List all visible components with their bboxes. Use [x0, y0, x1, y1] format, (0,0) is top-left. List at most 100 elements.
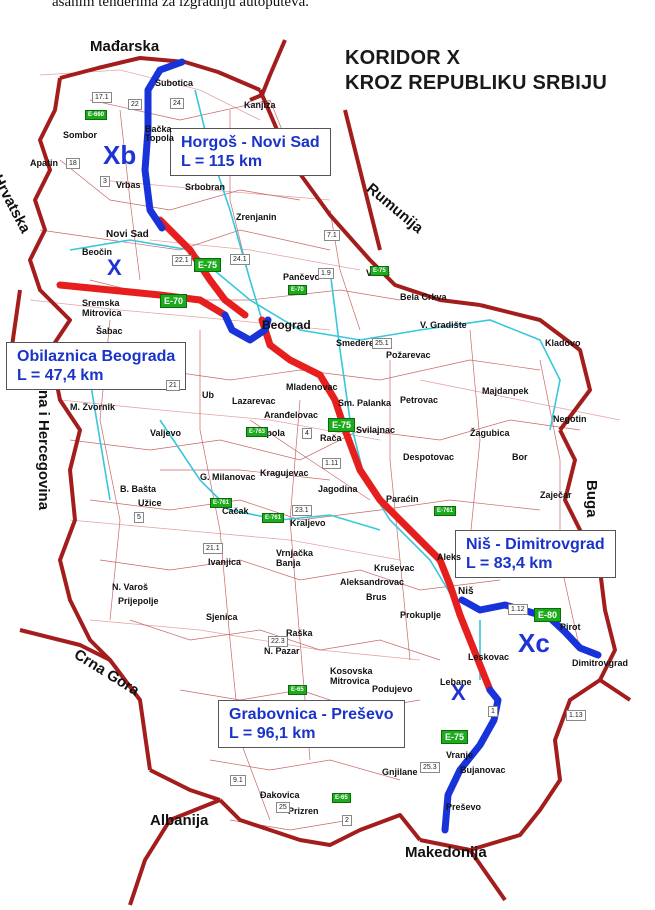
- city-svilajnac: Svilajnac: [356, 425, 396, 435]
- city-lazarevac: Lazarevac: [232, 396, 276, 406]
- eroad-e70-b: E-70: [288, 285, 307, 295]
- road-number: 1: [488, 706, 498, 717]
- city-valjevo: Valjevo: [150, 428, 182, 438]
- city-zrenjanin: Zrenjanin: [236, 212, 277, 222]
- eroad-e761-b: E-761: [262, 513, 285, 523]
- city-kraljevo: Kraljevo: [290, 518, 326, 528]
- country-macedonia: Makedonija: [405, 844, 487, 861]
- city-subotica: Subotica: [155, 78, 194, 88]
- road-number: 5: [134, 512, 144, 523]
- eroad-e65-a: E-65: [288, 685, 307, 695]
- route-nis-dimitrovgrad: Niš - Dimitrovgrad L = 83,4 km: [455, 530, 616, 578]
- route-grabovnica-name: Grabovnica - Preševo: [229, 706, 394, 723]
- city-m-zvornik: M. Zvornik: [70, 402, 116, 412]
- city-lebane: Lebane: [440, 677, 472, 687]
- route-horgos-length: L = 115 km: [181, 153, 263, 170]
- road-number: 18: [66, 158, 80, 169]
- city-sombor: Sombor: [63, 130, 98, 140]
- road-number: 22.1: [172, 255, 192, 266]
- city-podujevo: Podujevo: [372, 684, 413, 694]
- city-presevo: Preševo: [446, 802, 482, 812]
- eroad-e761-a: E-761: [210, 498, 233, 508]
- route-grabovnica-length: L = 96,1 km: [229, 725, 316, 742]
- corridor-x-north-label: X: [107, 255, 122, 280]
- city-smederevo: Smederevo: [336, 338, 385, 348]
- city-s-palanka: Sm. Palanka: [338, 398, 392, 408]
- city-leskovac: Leskovac: [468, 652, 510, 662]
- country-hungary: Mađarska: [90, 38, 160, 55]
- city-zajecar: Zaječar: [540, 490, 572, 500]
- city-gnjilane: Gnjilane: [382, 767, 418, 777]
- city-majdanpek: Majdanpek: [482, 386, 529, 396]
- road-number: 17.1: [92, 92, 112, 103]
- city-jagodina: Jagodina: [318, 484, 358, 494]
- city-srbobran: Srbobran: [185, 182, 226, 192]
- road-number: 7.1: [324, 230, 340, 241]
- city-beocin: Beočin: [82, 247, 113, 257]
- route-belgrade-length: L = 47,4 km: [17, 367, 104, 384]
- city-bor: Bor: [512, 452, 528, 462]
- route-belgrade-bypass: Obilaznica Beograda L = 47,4 km: [6, 342, 187, 390]
- city-prokuplje: Prokuplje: [400, 610, 442, 620]
- city-sremska-mitrovica: Sremska Mitrovica: [82, 298, 122, 318]
- map-title: KORIDOR X KROZ REPUBLIKU SRBIJU: [345, 46, 607, 96]
- country-bulgaria: Buga: [583, 480, 600, 518]
- road-number: 1.12: [508, 604, 528, 615]
- city-raca: Rača: [320, 433, 342, 443]
- road-number: 24: [170, 98, 184, 109]
- city-negotin: Negotin: [553, 414, 587, 424]
- city-zagubica: Žagubica: [470, 428, 510, 438]
- city-sjenica: Sjenica: [206, 612, 238, 622]
- road-number: 24.1: [230, 254, 250, 265]
- city-petrovac: Petrovac: [400, 395, 439, 405]
- city-kragujevac: Kragujevac: [260, 468, 309, 478]
- corridor-xb-label: Xb: [103, 140, 137, 170]
- city-sabac: Šabac: [96, 326, 123, 336]
- corridor-x-south-label: X: [451, 680, 466, 705]
- city-n-pazar: N. Pazar: [264, 646, 300, 656]
- city-aleksandrovac: Aleksandrovac: [340, 577, 405, 587]
- road-number: 1.13: [566, 710, 586, 721]
- city-v-gradiste: V. Gradište: [420, 320, 467, 330]
- eroad-e761-c: E-761: [434, 506, 457, 516]
- road-number: 21: [166, 380, 180, 391]
- city-vrnjacka-banja: Vrnjačka Banja: [276, 548, 314, 568]
- city-prijepolje: Prijepolje: [118, 596, 159, 606]
- city-bujanovac: Bujanovac: [460, 765, 506, 775]
- road-number: 2: [342, 815, 352, 826]
- route-nis-length: L = 83,4 km: [466, 555, 553, 572]
- road-number: 4: [302, 428, 312, 439]
- city-kanjiza: Kanjiža: [244, 100, 276, 110]
- road-number: 21.1: [203, 543, 223, 554]
- city-beograd: Beograd: [262, 318, 311, 332]
- city-apatin: Apatin: [30, 158, 58, 168]
- route-belgrade-name: Obilaznica Beograda: [17, 348, 176, 365]
- route-grabovnica-presevo: Grabovnica - Preševo L = 96,1 km: [218, 700, 405, 748]
- road-number: 22: [128, 99, 142, 110]
- country-albania: Albanija: [150, 812, 209, 829]
- city-despotovac: Despotovac: [403, 452, 455, 462]
- road-number: 25.3: [420, 762, 440, 773]
- eroad-e70: E-70: [160, 294, 188, 308]
- city-b-basta: B. Bašta: [120, 484, 157, 494]
- city-pirot: Pirot: [560, 622, 581, 632]
- city-prizren: Prizren: [288, 806, 319, 816]
- eroad-e70-c: E-75: [370, 266, 389, 276]
- eroad-e65-b: E-65: [332, 793, 351, 803]
- city-backa-topola: Bačka Topola: [145, 124, 174, 143]
- city-pozarevac: Požarevac: [386, 350, 431, 360]
- city-uzice: Užice: [138, 498, 162, 508]
- eroad-e75-center: E-75: [328, 418, 356, 432]
- city-kladovo: Kladovo: [545, 338, 581, 348]
- road-number: 23.1: [292, 505, 312, 516]
- city-djakovica: Đakovica: [260, 790, 300, 800]
- city-krusevac: Kruševac: [374, 563, 415, 573]
- map-title-line2: KROZ REPUBLIKU SRBIJU: [345, 72, 607, 94]
- city-raska: Raška: [286, 628, 313, 638]
- road-number: 22.3: [268, 636, 288, 647]
- city-paracin: Paraćin: [386, 494, 419, 504]
- city-cacak: Čačak: [222, 506, 249, 516]
- country-bosnia: na i Hercegovina: [35, 390, 52, 511]
- route-horgos-name: Horgoš - Novi Sad: [181, 134, 320, 151]
- eroad-e763: E-763: [246, 427, 269, 437]
